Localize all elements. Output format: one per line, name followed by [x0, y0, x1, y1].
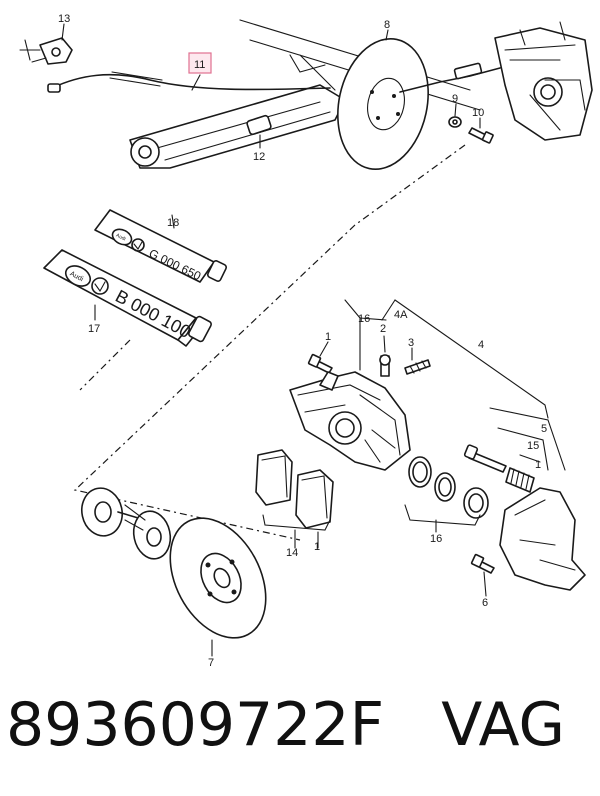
callout-1-pads: 1: [314, 541, 320, 553]
callout-3: 3: [408, 337, 414, 349]
callout-16-top: 16: [358, 313, 370, 325]
callout-5: 5: [541, 423, 547, 435]
callout-6: 6: [482, 597, 488, 609]
callout-4a: 4A: [394, 309, 408, 321]
construction-lines: [73, 144, 466, 541]
callout-10: 10: [472, 107, 484, 119]
caliper-assembly: [255, 353, 586, 591]
callout-18: 18: [167, 217, 179, 229]
callout-11: 11: [194, 59, 205, 71]
part-number-label: 893609722F VAG: [6, 690, 565, 760]
callout-1-bolt: 1: [325, 331, 331, 343]
callout-17: 17: [88, 323, 100, 335]
callout-9: 9: [452, 93, 458, 105]
callout-12: 12: [253, 151, 265, 163]
callout-8: 8: [384, 19, 390, 31]
hub-and-disc: [81, 487, 267, 639]
callout-1-guide: 1: [535, 459, 541, 471]
callout-4: 4: [478, 339, 484, 351]
callout-2: 2: [380, 323, 386, 335]
callout-13: 13: [58, 13, 70, 25]
callout-16-seals: 16: [430, 533, 442, 545]
callout-14: 14: [286, 547, 298, 559]
callout-15: 15: [527, 440, 539, 452]
tube-small-paste: Audi G 000 650: [94, 209, 228, 283]
tube-small-brand: Audi: [115, 233, 127, 243]
callout-numbers: 13 11 8 9 10 12 18 17 1 16 2 3 4A 4 5 15…: [58, 13, 547, 669]
callout-7: 7: [208, 657, 214, 669]
exploded-parts-diagram: Audi B 000 100 Audi G 000 650: [19, 13, 593, 669]
rear-axle-assembly: [19, 19, 593, 171]
highlight-box-11: [188, 52, 212, 74]
leader-lines: [61, 23, 487, 657]
group-brackets: [262, 299, 566, 531]
